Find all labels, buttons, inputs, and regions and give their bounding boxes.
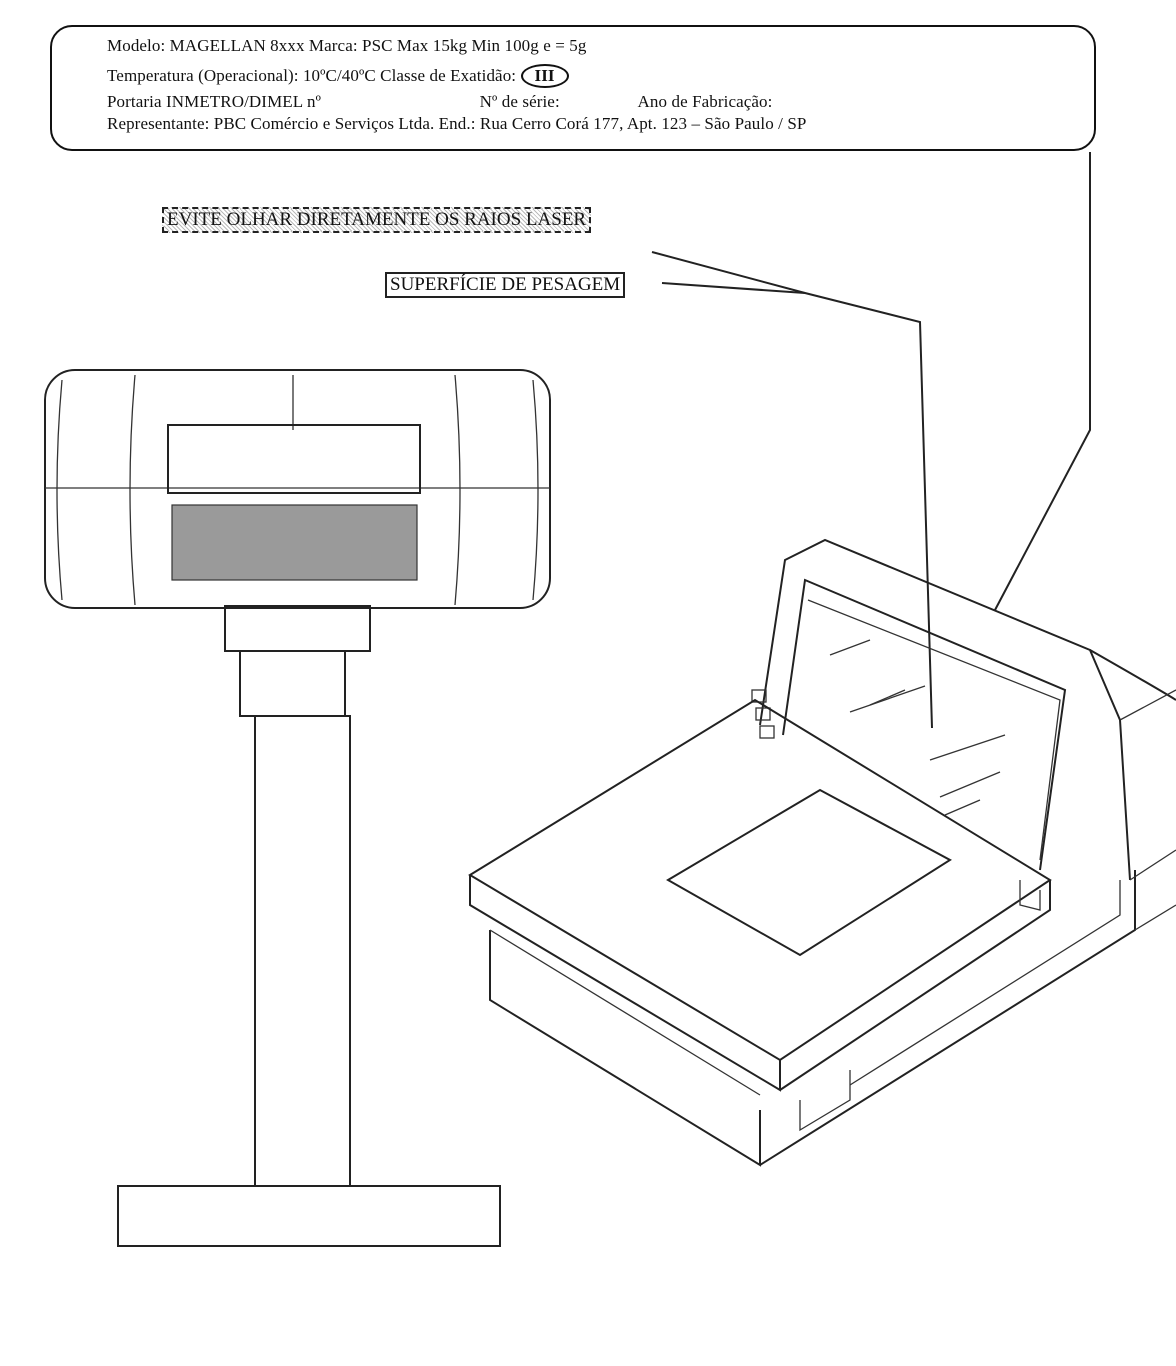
plate-line-temperature-text: Temperatura (Operacional): 10ºC/40ºC Cla… — [107, 66, 517, 85]
plate-line-model: Modelo: MAGELLAN 8xxx Marca: PSC Max 15k… — [107, 36, 587, 55]
leader-line-surface — [661, 282, 806, 294]
accuracy-class-badge: III — [520, 64, 569, 88]
display-pole — [254, 715, 351, 1187]
display-grille — [171, 504, 418, 581]
display-base — [117, 1185, 501, 1247]
plate-line-portaria: Portaria INMETRO/DIMEL nº Nº de série: A… — [107, 92, 772, 112]
weighing-platter — [468, 698, 1052, 1062]
leader-line-plate — [994, 152, 1091, 611]
weighing-surface-label: SUPERFÍCIE DE PESAGEM — [385, 272, 626, 298]
leader-line-laser — [651, 251, 933, 729]
manufacture-year-label: Ano de Fabricação: — [637, 92, 773, 111]
scanner-scale-icon — [468, 538, 1176, 1167]
plate-line-temperature: Temperatura (Operacional): 10ºC/40ºC Cla… — [107, 64, 569, 88]
portaria-label: Portaria INMETRO/DIMEL nº — [107, 92, 321, 111]
serial-label: Nº de série: — [479, 92, 560, 111]
identification-plate: Modelo: MAGELLAN 8xxx Marca: PSC Max 15k… — [50, 25, 1096, 151]
laser-warning-label: EVITE OLHAR DIRETAMENTE OS RAIOS LASER — [162, 207, 592, 233]
display-window — [167, 424, 421, 494]
leader-lines — [651, 152, 1091, 729]
scanner-window — [666, 788, 952, 957]
plate-line-representative: Representante: PBC Comércio e Serviços L… — [107, 114, 807, 133]
customer-display-pole-icon — [44, 369, 551, 1247]
